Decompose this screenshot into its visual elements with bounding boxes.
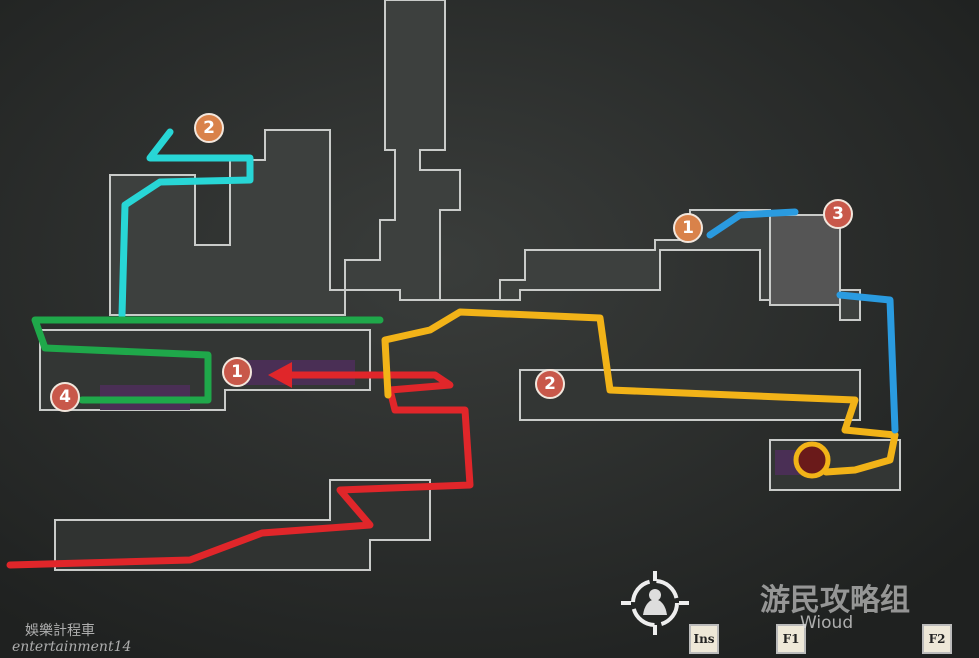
key-f1[interactable]: F1: [776, 624, 806, 654]
marker-red-2[interactable]: 2: [535, 369, 565, 399]
key-ins[interactable]: Ins: [689, 624, 719, 654]
marker-label: 2: [203, 118, 215, 138]
marker-orange-1[interactable]: 1: [673, 213, 703, 243]
marker-red-4[interactable]: 4: [50, 382, 80, 412]
marker-label: 1: [682, 218, 694, 238]
route-blue-upper: [706, 208, 799, 239]
key-label: F1: [782, 632, 800, 646]
key-label: Ins: [693, 632, 715, 646]
target-ring: [793, 441, 831, 479]
route-red: [6, 371, 474, 569]
marker-label: 2: [544, 374, 556, 394]
marker-label: 1: [231, 362, 243, 382]
route-blue-lower: [836, 291, 899, 434]
key-label: F2: [928, 632, 946, 646]
marker-label: 4: [59, 387, 71, 407]
marker-label: 3: [832, 204, 844, 224]
route-cyan: [118, 128, 254, 319]
marker-orange-2[interactable]: 2: [194, 113, 224, 143]
red-arrowhead: [268, 362, 292, 388]
key-f2[interactable]: F2: [922, 624, 952, 654]
watermark-site-cn: 游民攻略组: [760, 583, 910, 618]
watermark-site-en: Wioud: [800, 613, 854, 633]
route-green: [31, 316, 384, 404]
watermark-credit-en: entertainment14: [12, 639, 132, 655]
watermark-credit-cn: 娛樂計程車: [25, 623, 95, 639]
route-yellow: [381, 308, 899, 476]
marker-red-3[interactable]: 3: [823, 199, 853, 229]
marker-red-1[interactable]: 1: [222, 357, 252, 387]
crosshair-player-icon[interactable]: [615, 565, 695, 640]
